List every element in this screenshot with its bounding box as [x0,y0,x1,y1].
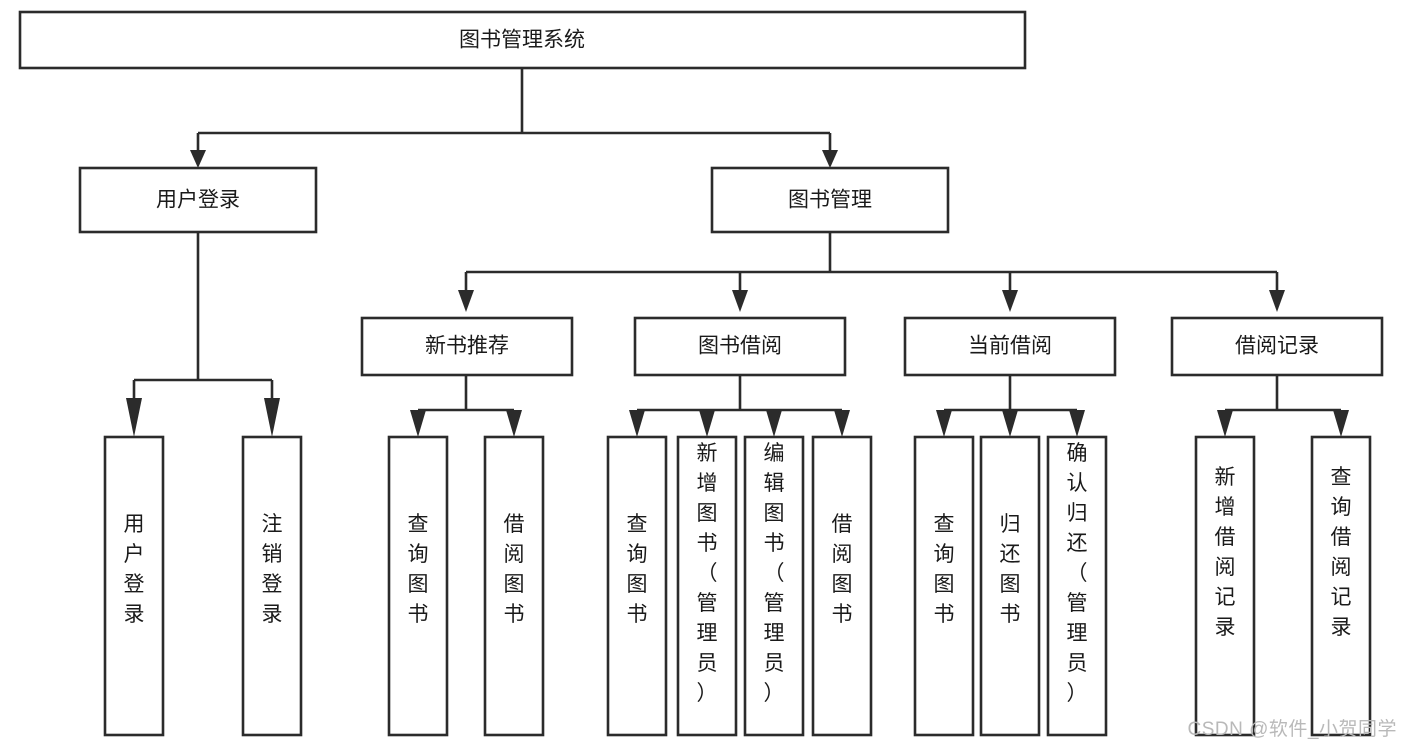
node-leaf-query-book-2-box[interactable] [606,435,668,737]
arrow-head-leaf-add-record [1217,410,1233,437]
node-book-borrow-label: 图书借阅 [698,335,782,358]
node-leaf-return-book-label: 归还图书 [1000,513,1021,626]
arrow-head-leaf-borrow-book-1 [506,410,522,437]
node-leaf-user-login-box[interactable] [103,435,165,737]
node-leaf-query-book-2[interactable]: 查询图书 [606,435,668,737]
connector-group-new-book-recommend [410,375,522,437]
node-leaf-query-book-1[interactable]: 查询图书 [387,435,449,737]
node-leaf-confirm-return[interactable]: 确认归还（管理员） [1046,435,1108,737]
node-book-borrow-box[interactable] [633,316,847,377]
node-leaf-return-book[interactable]: 归还图书 [979,435,1041,737]
arrow-head-leaf-user-logout [264,398,280,437]
node-leaf-query-record-box[interactable] [1310,435,1372,737]
node-borrow-record-label: 借阅记录 [1235,335,1319,358]
arrow-head-leaf-return-book [1002,410,1018,437]
node-leaf-borrow-book-2-label: 借阅图书 [832,513,853,626]
arrow-head-book-borrow [732,290,748,312]
csdn-watermark: CSDN @软件_小贺同学 [1187,719,1397,740]
node-leaf-query-record[interactable]: 查询借阅记录 [1310,435,1372,737]
connector-group-user-login [126,232,280,437]
arrow-head-user-login [190,150,206,168]
arrow-head-current-borrow [1002,290,1018,312]
arrow-head-leaf-borrow-book-2 [834,410,850,437]
arrow-head-leaf-query-book-1 [410,410,426,437]
node-root-label: 图书管理系统 [459,29,585,52]
node-borrow-record[interactable]: 借阅记录 [1170,316,1384,377]
node-leaf-query-book-3[interactable]: 查询图书 [913,435,975,737]
node-leaf-confirm-return-label: 确认归还（管理员） [1067,442,1088,705]
arrow-head-new-book-recommend [458,290,474,312]
node-leaf-add-record-label: 新增借阅记录 [1215,466,1236,639]
node-book-borrow[interactable]: 图书借阅 [633,316,847,377]
node-leaf-edit-book-label: 编辑图书（管理员） [764,442,785,705]
node-current-borrow[interactable]: 当前借阅 [903,316,1117,377]
node-user-login-label: 用户登录 [156,189,240,212]
node-leaf-borrow-book-2-box[interactable] [811,435,873,737]
node-new-book-recommend-box[interactable] [360,316,574,377]
node-leaf-user-login[interactable]: 用户登录 [103,435,165,737]
node-user-login-box[interactable] [78,166,318,234]
node-leaf-add-record[interactable]: 新增借阅记录 [1194,435,1256,737]
node-leaf-edit-book-box[interactable] [743,435,805,737]
node-book-manage-label: 图书管理 [788,189,872,212]
node-leaf-borrow-book-1-box[interactable] [483,435,545,737]
node-new-book-recommend-label: 新书推荐 [425,335,509,358]
connector-group-book-manage [458,232,1285,312]
node-root-box[interactable] [18,10,1027,70]
node-leaf-borrow-book-1[interactable]: 借阅图书 [483,435,545,737]
arrow-head-leaf-query-book-2 [629,410,645,437]
node-leaf-query-record-label: 查询借阅记录 [1331,466,1352,639]
arrow-head-leaf-confirm-return [1069,410,1085,437]
node-leaf-add-record-box[interactable] [1194,435,1256,737]
arrow-head-borrow-record [1269,290,1285,312]
node-leaf-user-login-label: 用户登录 [124,513,145,626]
node-leaf-borrow-book-2[interactable]: 借阅图书 [811,435,873,737]
node-leaf-add-book-box[interactable] [676,435,738,737]
connector-group-borrow-record [1217,375,1349,437]
arrow-head-leaf-user-login [126,398,142,437]
node-leaf-confirm-return-box[interactable] [1046,435,1108,737]
arrow-head-book-manage [822,150,838,168]
arrow-head-leaf-query-record [1333,410,1349,437]
node-leaf-query-book-1-box[interactable] [387,435,449,737]
node-borrow-record-box[interactable] [1170,316,1384,377]
node-leaf-query-book-2-label: 查询图书 [627,513,648,626]
connector-group-book-borrow [629,375,850,437]
node-leaf-query-book-3-label: 查询图书 [934,513,955,626]
connector-group-root [190,68,838,168]
node-root[interactable]: 图书管理系统 [18,10,1027,70]
node-leaf-user-logout-box[interactable] [241,435,303,737]
node-leaf-query-book-3-box[interactable] [913,435,975,737]
arrow-head-leaf-add-book [699,410,715,437]
arrow-head-leaf-edit-book [766,410,782,437]
node-leaf-borrow-book-1-label: 借阅图书 [504,513,525,626]
node-current-borrow-label: 当前借阅 [968,335,1052,358]
node-leaf-user-logout[interactable]: 注销登录 [241,435,303,737]
connector-group-current-borrow [936,375,1085,437]
node-leaf-add-book[interactable]: 新增图书（管理员） [676,435,738,737]
node-leaf-add-book-label: 新增图书（管理员） [697,442,718,705]
node-leaf-query-book-1-label: 查询图书 [408,513,429,626]
node-user-login[interactable]: 用户登录 [78,166,318,234]
node-current-borrow-box[interactable] [903,316,1117,377]
node-leaf-user-logout-label: 注销登录 [262,513,283,626]
node-new-book-recommend[interactable]: 新书推荐 [360,316,574,377]
node-book-manage-box[interactable] [710,166,950,234]
node-book-manage[interactable]: 图书管理 [710,166,950,234]
node-leaf-edit-book[interactable]: 编辑图书（管理员） [743,435,805,737]
arrow-head-leaf-query-book-3 [936,410,952,437]
node-leaf-return-book-box[interactable] [979,435,1041,737]
